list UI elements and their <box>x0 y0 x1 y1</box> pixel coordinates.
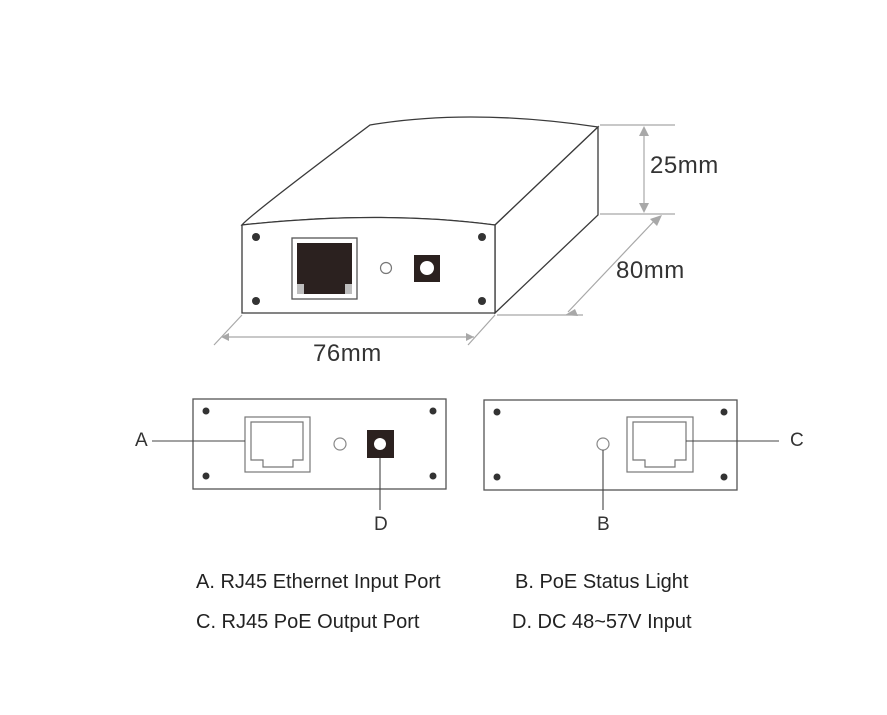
depth-dimension-label: 80mm <box>616 257 685 284</box>
legend-item-d: D. DC 48~57V Input <box>512 611 692 633</box>
poe-status-led-icon <box>596 437 610 451</box>
legend-item-c: C. RJ45 PoE Output Port <box>196 611 420 633</box>
rj45-input-port-icon <box>244 416 311 473</box>
dc-jack-icon-3d <box>414 255 440 282</box>
callout-d: D <box>374 514 388 535</box>
status-led-icon <box>333 437 347 451</box>
dimension-lines <box>213 124 675 346</box>
callout-c: C <box>790 430 804 451</box>
status-led-icon-3d <box>379 261 393 275</box>
callout-a: A <box>135 430 148 451</box>
legend-item-a: A. RJ45 Ethernet Input Port <box>196 571 441 593</box>
height-dimension-label: 25mm <box>650 152 719 179</box>
rj45-output-port-icon <box>626 416 694 473</box>
callout-b: B <box>597 514 610 535</box>
legend-item-b: B. PoE Status Light <box>515 571 689 593</box>
input-side-panel <box>152 398 447 510</box>
screw-icons-3d <box>252 233 486 305</box>
width-dimension-label: 76mm <box>313 340 382 367</box>
rj45-port-icon-3d <box>291 237 358 300</box>
dc-jack-icon <box>367 430 394 458</box>
output-side-panel <box>483 399 779 510</box>
